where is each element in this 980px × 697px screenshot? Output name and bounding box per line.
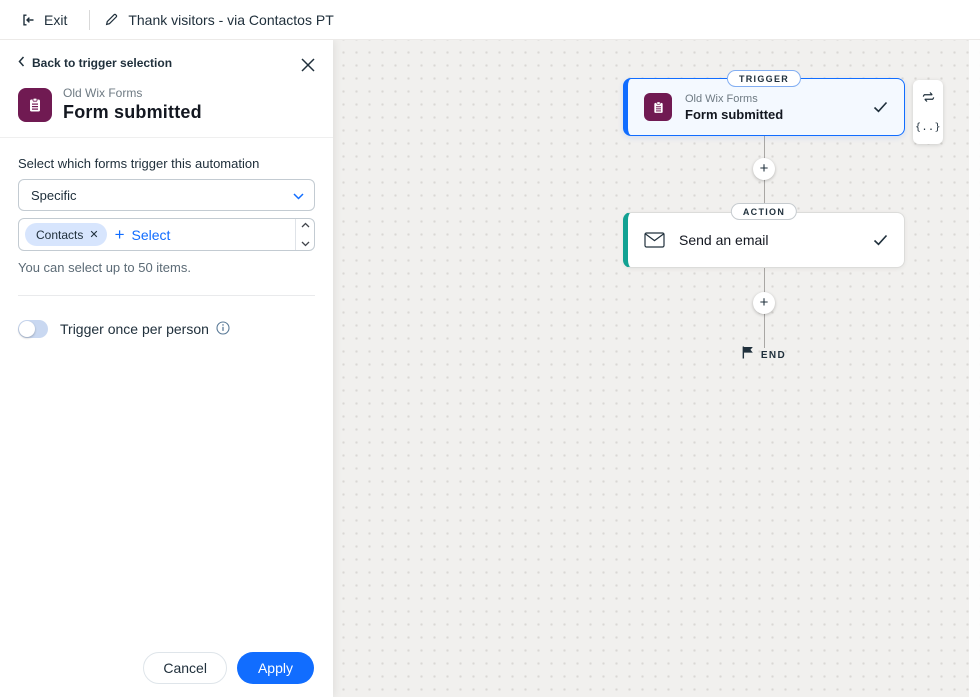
forms-mode-select[interactable]: Specific xyxy=(18,179,315,211)
app-name: Old Wix Forms xyxy=(63,86,202,100)
multiselect-scroll-arrows[interactable] xyxy=(295,219,314,250)
old-wix-forms-icon xyxy=(644,93,672,121)
action-card-title: Send an email xyxy=(679,232,865,248)
forms-multiselect[interactable]: Contacts ✕ + Select xyxy=(18,218,315,251)
email-envelope-icon xyxy=(644,232,665,248)
back-to-trigger-selection-link[interactable]: Back to trigger selection xyxy=(18,56,315,70)
close-icon[interactable] xyxy=(299,56,317,74)
plus-icon: + xyxy=(115,226,125,243)
chevron-left-icon xyxy=(18,56,25,70)
exit-button[interactable]: Exit xyxy=(0,0,89,39)
end-flag-icon xyxy=(742,346,754,364)
trigger-card-title: Form submitted xyxy=(685,107,865,122)
toggle-label: Trigger once per person xyxy=(60,321,209,337)
chip-label: Contacts xyxy=(36,228,83,242)
checkmark-icon xyxy=(873,101,888,113)
chip-remove-icon[interactable]: ✕ xyxy=(89,229,98,241)
trigger-settings-panel: Back to trigger selection Old Wix Forms … xyxy=(0,40,333,697)
panel-footer: Cancel Apply xyxy=(0,639,333,697)
edit-pencil-icon[interactable] xyxy=(104,12,119,27)
apply-button[interactable]: Apply xyxy=(237,652,314,684)
automation-flow-canvas[interactable]: TRIGGER Old Wix Forms Form submitted xyxy=(333,40,980,697)
select-value: Specific xyxy=(31,188,77,203)
add-step-button[interactable]: + xyxy=(753,292,775,314)
add-select-label: Select xyxy=(132,227,171,243)
back-label: Back to trigger selection xyxy=(32,56,172,70)
automation-title[interactable]: Thank visitors - via Contactos PT xyxy=(128,12,333,28)
replace-trigger-icon[interactable] xyxy=(917,87,939,107)
panel-header: Back to trigger selection Old Wix Forms … xyxy=(0,40,333,138)
chevron-down-icon xyxy=(301,241,310,247)
action-badge: ACTION xyxy=(731,203,797,220)
chevron-down-icon xyxy=(293,188,304,203)
cancel-button[interactable]: Cancel xyxy=(143,652,227,684)
section-divider xyxy=(18,295,315,296)
canvas-scrollbar[interactable] xyxy=(969,40,980,697)
chevron-up-icon xyxy=(301,222,310,228)
node-side-toolbar: {..} xyxy=(913,80,943,144)
checkmark-icon xyxy=(873,234,888,246)
exit-label: Exit xyxy=(44,12,67,28)
toggle-knob xyxy=(19,321,35,337)
trigger-once-toggle[interactable] xyxy=(18,320,48,338)
selected-form-chip[interactable]: Contacts ✕ xyxy=(25,223,107,246)
exit-icon xyxy=(20,12,36,28)
end-label: END xyxy=(761,350,786,361)
end-node: END xyxy=(742,346,786,364)
action-node-card[interactable]: Send an email xyxy=(623,212,905,268)
old-wix-forms-icon xyxy=(18,88,52,122)
selection-limit-helper: You can select up to 50 items. xyxy=(18,260,315,275)
payload-code-icon[interactable]: {..} xyxy=(917,117,939,137)
forms-field-label: Select which forms trigger this automati… xyxy=(18,156,315,171)
top-bar: Exit Thank visitors - via Contactos PT xyxy=(0,0,980,40)
add-form-button[interactable]: + Select xyxy=(115,226,171,243)
trigger-badge: TRIGGER xyxy=(727,70,801,87)
info-icon[interactable] xyxy=(216,321,230,338)
panel-title: Form submitted xyxy=(63,102,202,123)
trigger-card-app-name: Old Wix Forms xyxy=(685,93,865,105)
add-step-button[interactable]: + xyxy=(753,158,775,180)
